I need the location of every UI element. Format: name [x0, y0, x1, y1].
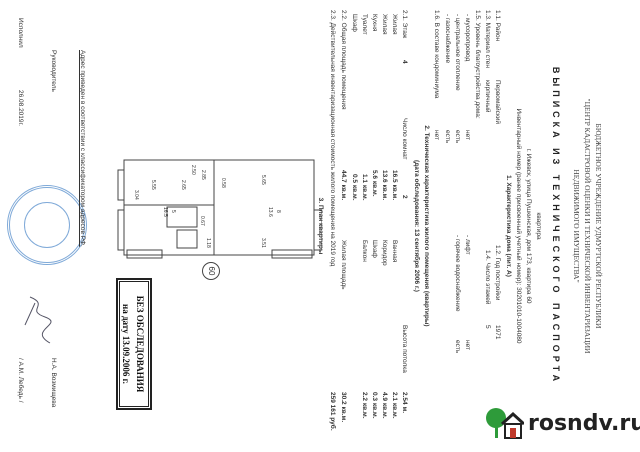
room-area: 0.5 кв.м. — [351, 174, 358, 201]
living-area-label: Жилая площадь — [340, 240, 347, 290]
ceiling-label: Высота потолка — [401, 325, 408, 373]
total-area-label: 2.2. Общая площадь помещения — [340, 10, 347, 110]
value-amount: 259 161 руб. — [329, 392, 336, 431]
room-area: 2.1 кв.м. — [391, 392, 398, 419]
no-survey-stamp: БЕЗ ОБСЛЕДОВАНИЯ на дату 13.09.2006 г. — [116, 278, 152, 410]
executor-label: Исполнил — [17, 18, 24, 48]
head-name: Н.А. Возмищева — [50, 358, 57, 408]
district-label: 1.1. Район — [494, 10, 501, 42]
floors-label: 1.4. Число этажей — [484, 250, 491, 305]
floor-label: 2.1. Этаж — [401, 10, 408, 39]
total-area-value: 44.7 кв.м. — [340, 170, 347, 201]
plan-label: 1.18 — [205, 238, 211, 248]
plan-label: 5.65 — [260, 175, 266, 185]
plan-label: 0.67 — [199, 216, 205, 226]
apartment-heading: 2. Техническая характеристика жилого пом… — [423, 125, 430, 327]
lift-value: нет — [464, 340, 471, 350]
room-area: 2.2 кв.м. — [361, 392, 368, 419]
room-area: 4.9 кв.м. — [381, 392, 388, 419]
floor-value: 4 — [401, 60, 408, 64]
plan-label: 5.55 — [150, 180, 156, 190]
room-name: Жилая — [381, 14, 388, 35]
hotwater-label: - горячее водоснабжение — [454, 235, 461, 312]
signature — [24, 296, 52, 344]
org-line-3: НЕДВИЖИМОГО ИМУЩЕСТВА" — [572, 169, 581, 283]
rosndv-watermark[interactable]: rosndv.ru — [484, 406, 640, 440]
living-area-value: 30.2 кв.м. — [340, 392, 347, 423]
room-name: Кухня — [371, 14, 378, 32]
room-area: 1.1 кв.м. — [361, 174, 368, 201]
survey-date: (дата обследования: 13 сентября 2006 г.) — [413, 160, 420, 292]
house-heading: 1. Характеристика дома (лит. А) — [505, 175, 512, 277]
gas-value: есть — [444, 130, 451, 144]
lift-label: - лифт — [464, 235, 471, 255]
floors-value: 5 — [484, 325, 491, 329]
plan-label: 0.58 — [220, 178, 226, 188]
plan-label: 16.5 — [162, 207, 168, 217]
garbage-value: нет — [464, 130, 471, 140]
org-line-2: "ЦЕНТР КАДАСТРОВОЙ ОЦЕНКИ И ТЕХНИЧЕСКОЙ … — [583, 98, 592, 354]
executor-name: / А.М. Лебедь / — [17, 358, 24, 403]
plan-label: 3.51 — [260, 238, 266, 248]
plan-label: 8 — [275, 210, 281, 213]
condo-label: 1.6. В составе кондоминиума — [433, 10, 440, 99]
room-name: Балкон — [361, 240, 368, 262]
material-label: 1.3. Материал стен — [484, 10, 491, 68]
amenities-label: 1.5. Уровень благоустройства дома: — [474, 10, 481, 119]
garbage-label: - мусоропровод — [464, 14, 471, 62]
watermark-text: rosndv.ru — [528, 410, 640, 436]
house-tree-icon — [486, 408, 524, 439]
stamp-line-2: на дату 13.09.2006 г. — [121, 304, 131, 384]
floor-plan: 8 13.6 5.65 3.51 5 16.5 5.55 2.65 2.85 2… — [117, 159, 322, 259]
room-name: Ванная — [391, 240, 398, 263]
year-label: 1.2. Год постройки — [494, 245, 501, 301]
ceiling-value: 2.54 м. — [401, 392, 408, 414]
executor-date: 26.08.2019г. — [17, 90, 24, 126]
plan-label: 5 — [170, 210, 176, 213]
stamp-line-1: БЕЗ ОБСЛЕДОВАНИЯ — [135, 295, 145, 393]
address: г. Ижевск, улица Пушкинская, дом 173, кв… — [525, 148, 532, 304]
gas-label: - газоснабжение — [444, 14, 451, 64]
plan-label: 13.6 — [267, 207, 273, 217]
head-label: Руководитель — [50, 50, 57, 92]
address-note: Адрес приведен в соответствии с классифи… — [79, 50, 86, 247]
room-area: 0.3 кв.м. — [371, 392, 378, 419]
rooms-value: 2 — [401, 195, 408, 199]
plan-label: 2.85 — [200, 170, 206, 180]
org-line-1: БЮДЖЕТНОЕ УЧРЕЖДЕНИЕ УДМУРТСКОЙ РЕСПУБЛИ… — [594, 123, 603, 329]
apartment-number-circle: 60 — [202, 262, 220, 280]
value-label: 2.3. Действительная инвентаризационная с… — [329, 10, 336, 267]
room-name: Шкаф — [351, 14, 358, 32]
organization-seal — [7, 185, 87, 265]
heating-label: - центральное отопление — [454, 14, 461, 91]
room-area: 16.5 кв.м. — [391, 170, 398, 201]
document-title: ВЫПИСКА ИЗ ТЕХНИЧЕСКОГО ПАСПОРТА — [551, 66, 561, 386]
rooms-label: Число комнат — [401, 118, 408, 160]
room-name: Шкаф — [371, 240, 378, 258]
condo-value: нет — [433, 130, 440, 140]
inventory-number: Инвентарный номер (ранее присвоенный уче… — [515, 108, 522, 344]
heating-value: есть — [454, 130, 461, 144]
room-name: Коридор — [381, 240, 388, 266]
material-value: кирпичный — [484, 80, 491, 113]
room-name: Жилая — [391, 14, 398, 35]
object-type: квартира — [535, 212, 542, 240]
room-area: 5.6 кв.м. — [371, 170, 378, 197]
plan-label: 2.50 — [190, 165, 196, 175]
plan-label: 3.04 — [133, 190, 139, 200]
year-value: 1971 — [494, 325, 501, 340]
district-value: Первомайский — [494, 80, 501, 124]
room-area: 13.6 кв.м. — [381, 170, 388, 201]
plan-label: 2.65 — [180, 180, 186, 190]
room-name: Туалет — [361, 14, 368, 35]
hotwater-value: есть — [454, 340, 461, 354]
